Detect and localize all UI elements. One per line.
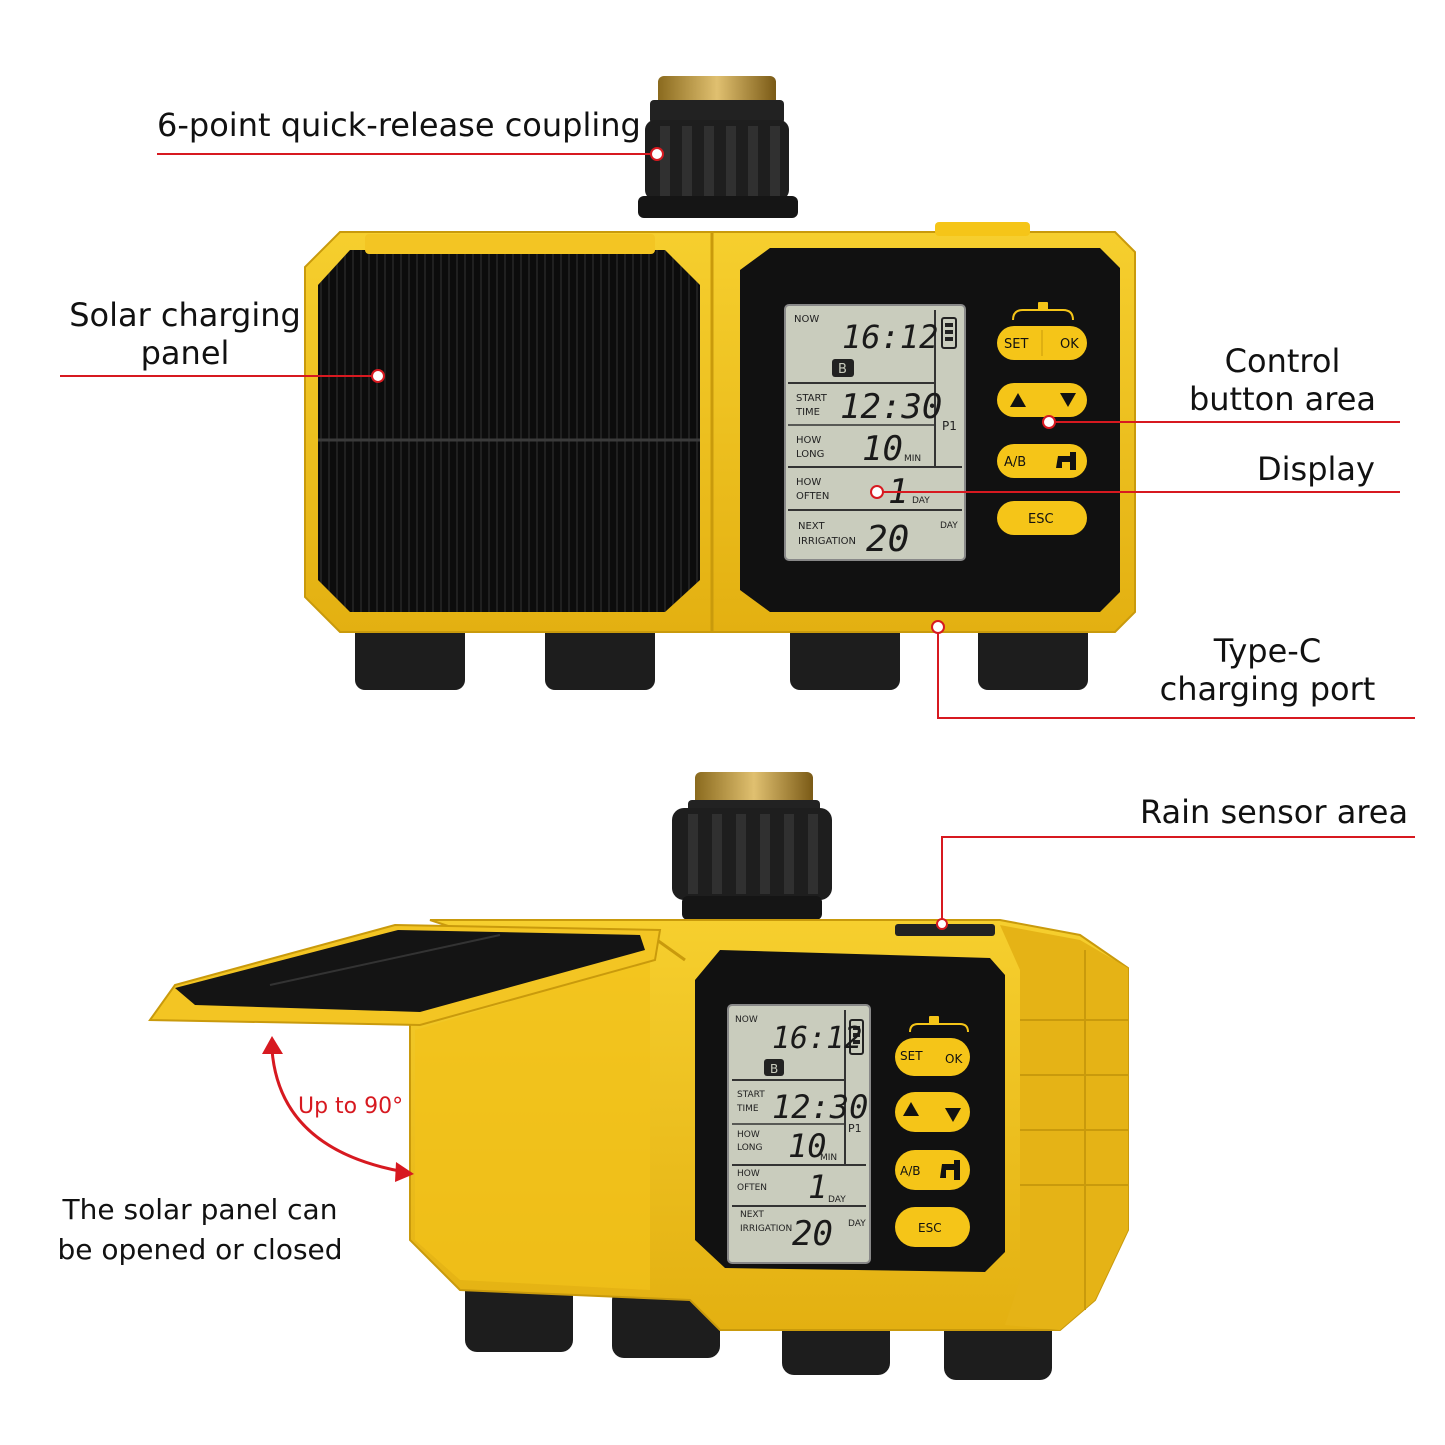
- esc-button-top[interactable]: [997, 501, 1087, 535]
- callout-solar: Solar charging panel: [60, 296, 310, 372]
- solar-panel-top: [318, 234, 700, 612]
- callout-panel-note: The solar panel can be opened or closed: [55, 1190, 345, 1270]
- lcd-next-unit-top: DAY: [940, 521, 958, 531]
- faucet-icon: [1056, 452, 1076, 470]
- lcd-program-top: P1: [942, 419, 957, 433]
- lcd-next-label2-bottom: IRRIGATION: [740, 1224, 792, 1234]
- ab-button-label-top: A/B: [1004, 455, 1026, 470]
- lcd-start-time-bottom: 12:30: [772, 1088, 868, 1126]
- set-button-label-bottom: SET: [900, 1049, 923, 1063]
- callout-lines-bottom: [262, 836, 1415, 1182]
- ab-button-label-bottom: A/B: [900, 1164, 920, 1178]
- lcd-next-label2-top: IRRIGATION: [798, 536, 856, 547]
- lock-icon-bottom: [909, 1016, 969, 1033]
- lcd-program-bottom: P1: [848, 1122, 862, 1135]
- lcd-next-label1-top: NEXT: [798, 521, 825, 532]
- set-ok-button-top[interactable]: [997, 326, 1087, 360]
- lcd-howlong-label1-top: HOW: [796, 435, 821, 446]
- angle-label: Up to 90°: [298, 1094, 404, 1119]
- lcd-howlong-unit-top: MIN: [904, 454, 921, 464]
- esc-button-label-top: ESC: [1028, 512, 1054, 527]
- lcd-howoften-label1-bottom: HOW: [737, 1169, 760, 1179]
- lcd-start-label1-top: START: [796, 393, 828, 404]
- lcd-howlong-unit-bottom: MIN: [820, 1153, 837, 1163]
- callout-control: Control button area: [1175, 342, 1390, 418]
- faucet-icon: [940, 1160, 960, 1180]
- callout-typec: Type-C charging port: [1150, 632, 1385, 708]
- lcd-howoften-label2-top: OFTEN: [796, 491, 829, 502]
- callout-lines-top: [60, 147, 1415, 719]
- lcd-start-label1-bottom: START: [737, 1090, 765, 1100]
- coupling-top: [638, 76, 798, 218]
- lcd-now-time-top: 16:12: [842, 318, 938, 356]
- up-down-button-bottom[interactable]: [895, 1092, 970, 1132]
- callout-panel-note-line1: The solar panel can: [62, 1193, 338, 1226]
- callout-control-line1: Control: [1224, 342, 1341, 380]
- esc-button-bottom[interactable]: [895, 1207, 970, 1247]
- callout-typec-line2: charging port: [1159, 670, 1376, 708]
- lcd-howoften-unit-top: DAY: [912, 496, 930, 506]
- lock-icon: [1012, 302, 1074, 321]
- lcd-next-unit-bottom: DAY: [848, 1219, 866, 1229]
- set-ok-button-bottom[interactable]: [895, 1038, 970, 1076]
- set-button-label-top: SET: [1004, 337, 1028, 352]
- callout-control-line2: button area: [1188, 380, 1377, 418]
- ok-button-label-bottom: OK: [945, 1052, 963, 1066]
- triangle-up-icon: [903, 1102, 919, 1116]
- lcd-howlong-label2-top: LONG: [796, 449, 824, 460]
- lcd-screen-bottom: [727, 1004, 871, 1264]
- lcd-next-label1-bottom: NEXT: [740, 1210, 764, 1220]
- lcd-howlong-value-bottom: 10: [788, 1127, 827, 1165]
- callout-rain: Rain sensor area: [1140, 793, 1409, 831]
- esc-button-label-bottom: ESC: [918, 1221, 942, 1235]
- outlets-top: [355, 620, 1088, 690]
- lcd-howlong-label2-bottom: LONG: [737, 1143, 763, 1153]
- callout-panel-note-line2: be opened or closed: [57, 1233, 343, 1266]
- callout-solar-line2: panel: [140, 334, 230, 372]
- lcd-howoften-unit-bottom: DAY: [828, 1195, 846, 1205]
- lcd-next-value-top: 20: [866, 519, 909, 560]
- lcd-now-label-top: NOW: [794, 314, 819, 325]
- up-down-button-top[interactable]: [997, 383, 1087, 417]
- lcd-badge-bottom: B: [770, 1062, 778, 1076]
- solar-panel-open: [148, 923, 662, 1027]
- triangle-down-icon: [1060, 393, 1076, 407]
- triangle-down-icon: [945, 1108, 961, 1122]
- lcd-howoften-label2-bottom: OFTEN: [737, 1183, 767, 1193]
- lcd-next-value-bottom: 20: [792, 1214, 833, 1254]
- callout-typec-line1: Type-C: [1213, 632, 1322, 670]
- lcd-start-time-top: 12:30: [840, 387, 942, 427]
- lcd-start-label2-top: TIME: [795, 407, 820, 418]
- ok-button-label-top: OK: [1060, 337, 1079, 352]
- callout-solar-line1: Solar charging: [69, 296, 301, 334]
- callout-coupling: 6-point quick-release coupling: [157, 106, 641, 144]
- ab-tap-button-bottom[interactable]: [895, 1150, 970, 1190]
- callout-display: Display: [1257, 450, 1375, 488]
- lcd-now-label-bottom: NOW: [735, 1015, 758, 1025]
- triangle-up-icon: [1010, 393, 1026, 407]
- lcd-start-label2-bottom: TIME: [736, 1104, 759, 1114]
- lcd-howlong-label1-bottom: HOW: [737, 1130, 760, 1140]
- lcd-howlong-value-top: 10: [862, 429, 903, 469]
- lcd-howoften-label1-top: HOW: [796, 477, 821, 488]
- ab-tap-button-top[interactable]: [997, 444, 1087, 478]
- coupling-bottom: [672, 772, 832, 920]
- lcd-howoften-value-bottom: 1: [808, 1168, 827, 1206]
- lcd-badge-top: B: [838, 362, 847, 377]
- lcd-now-time-bottom: 16:12: [772, 1021, 862, 1056]
- lcd-screen-top: [784, 304, 966, 561]
